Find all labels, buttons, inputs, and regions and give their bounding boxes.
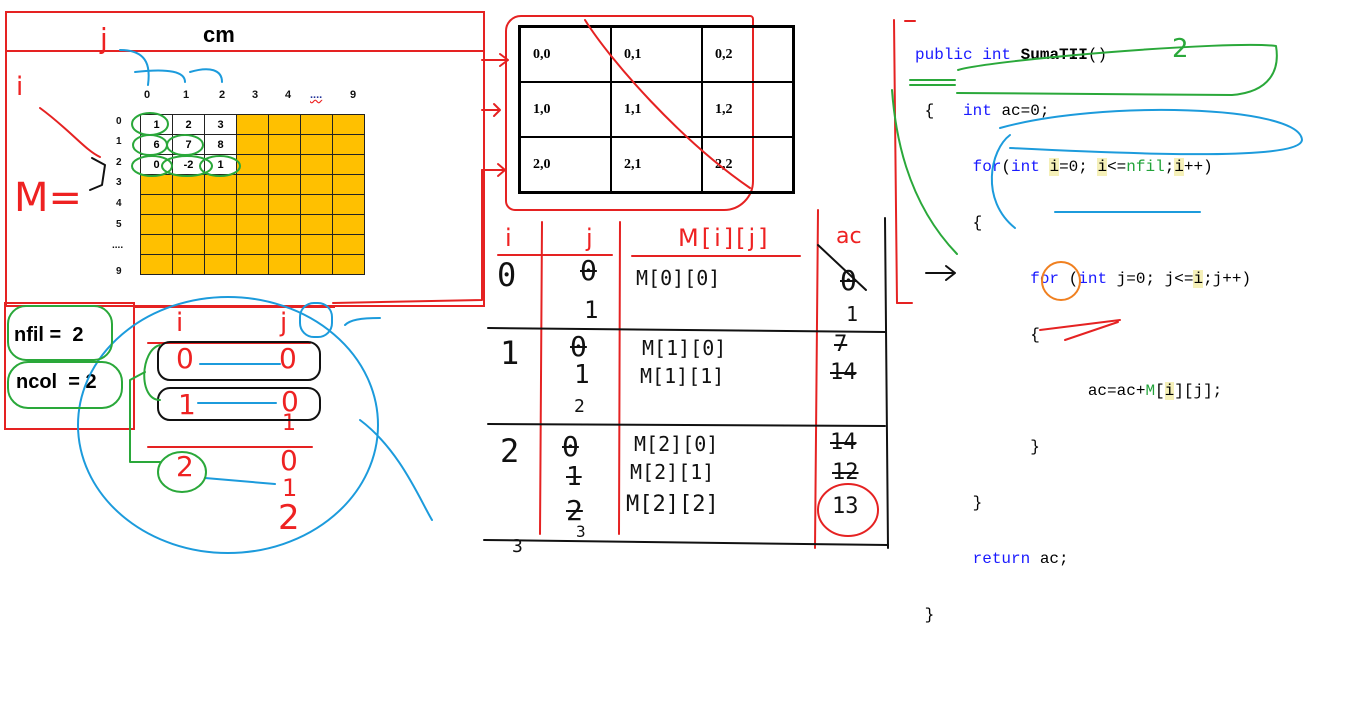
matrix-panel-title-bar	[5, 50, 483, 52]
trace-j: 1	[584, 296, 599, 324]
trace-header-i: i	[505, 224, 512, 252]
index-grid: 0,0 0,1 0,2 1,0 1,1 1,2 2,0 2,1 2,2	[518, 25, 795, 194]
trace-header-j: j	[586, 224, 593, 252]
matrix-cell: 7	[172, 134, 205, 155]
loop-trace-frame	[133, 306, 335, 426]
trace-i: 2	[500, 432, 520, 470]
loop-i-header: i	[176, 308, 184, 338]
row-header: 1	[116, 136, 122, 147]
row-header: 5	[116, 219, 122, 230]
matrix-cell: 2	[172, 114, 205, 135]
annot-2: 2	[1172, 34, 1189, 64]
loop-i-value: 0	[176, 342, 194, 375]
col-header: 9	[350, 89, 357, 101]
col-header: ....	[310, 89, 323, 101]
trace-j: 0	[570, 330, 587, 363]
label-m: M=	[14, 175, 83, 221]
code-line: for(int i=0; i<=nfil;i++)	[972, 158, 1213, 176]
label-i: i	[16, 72, 24, 102]
index-cell: 1,2	[701, 81, 795, 138]
loop-j-value: 0	[280, 444, 298, 477]
trace-j: 2	[574, 396, 585, 417]
trace-j: 1	[566, 462, 582, 492]
col-header: 0	[144, 89, 151, 101]
row-header: 9	[116, 266, 122, 277]
col-header: 4	[285, 89, 292, 101]
trace-m: M[2][1]	[630, 460, 715, 484]
index-cell: 2,0	[518, 136, 612, 194]
matrix-grid: 1 2 3 6 7 8 0 -2 1	[140, 114, 365, 275]
loop-i-value: 2	[176, 450, 194, 483]
code-line: }	[1030, 438, 1040, 456]
index-cell: 0,0	[518, 25, 612, 83]
code-line: ac=ac+M[i][j];	[1087, 382, 1223, 400]
code-block: public int SumaTII() { int ac=0; for(int…	[915, 13, 1251, 657]
index-cell: 2,1	[610, 136, 703, 194]
matrix-cell: 3	[204, 114, 237, 135]
col-header: 3	[252, 89, 259, 101]
ncol-label: ncol = 2	[16, 371, 97, 393]
matrix-cell: 8	[204, 134, 237, 155]
trace-i: 1	[500, 334, 520, 372]
trace-ac: 1	[846, 302, 859, 326]
code-line: {	[1030, 326, 1040, 344]
loop-j-value: 0	[279, 342, 297, 375]
code-line: }	[972, 494, 983, 512]
trace-j: 0	[580, 254, 597, 287]
row-headers: 0 1 2 3 4 5 .... 9	[112, 116, 132, 286]
row-header: 0	[116, 116, 122, 127]
loop-i-value: 1	[178, 388, 196, 421]
trace-m: M[1][1]	[640, 364, 725, 388]
code-line: { int ac=0;	[924, 102, 1050, 120]
row-header: 2	[116, 157, 122, 168]
row-header: 3	[116, 177, 122, 188]
trace-m: M[2][0]	[634, 432, 719, 456]
trace-m: M[0][0]	[636, 266, 721, 290]
index-cell: 1,0	[518, 81, 612, 138]
nfil-label: nfil = 2	[14, 324, 84, 346]
loop-j-header: j	[280, 308, 288, 338]
trace-ac: 13	[832, 494, 859, 519]
trace-j: 3	[576, 522, 586, 541]
trace-ac: 7	[834, 332, 848, 357]
trace-m: M[2][2]	[626, 492, 719, 517]
trace-ac: 14	[830, 360, 857, 385]
label-j: j	[100, 22, 108, 55]
loop-j-value: 1	[282, 411, 296, 436]
trace-j: 1	[574, 360, 590, 390]
trace-ac: 0	[840, 264, 857, 297]
row-header: 4	[116, 198, 122, 209]
code-line: {	[972, 214, 983, 232]
code-line: }	[924, 606, 935, 624]
trace-ac: 14	[830, 430, 857, 455]
code-line: return ac;	[972, 550, 1069, 568]
col-header: 1	[183, 89, 190, 101]
index-cell: 2,2	[701, 136, 795, 194]
code-line: for (int j=0; j<=i;j++)	[1030, 270, 1252, 288]
trace-exit-i: 3	[512, 536, 523, 557]
col-header: 2	[219, 89, 226, 101]
loop-j-value: 2	[278, 498, 300, 538]
trace-m: M[1][0]	[642, 336, 727, 360]
panel-title: cm	[203, 22, 235, 47]
loop-j-value: 0	[281, 385, 299, 418]
column-headers: 0 1 2 3 4 .... 9	[140, 89, 380, 103]
trace-i: 0	[497, 256, 517, 294]
trace-j: 2	[566, 494, 583, 527]
loop-j-value: 1	[282, 474, 298, 502]
trace-header-ac: ac	[836, 224, 862, 249]
trace-j: 0	[562, 430, 579, 463]
row-header: ....	[112, 240, 124, 251]
matrix-cell: 1	[204, 154, 237, 175]
trace-header-m: M[i][j]	[678, 224, 771, 252]
index-cell: 0,2	[701, 25, 795, 83]
index-cell: 1,1	[610, 81, 703, 138]
trace-ac: 12	[832, 460, 859, 485]
